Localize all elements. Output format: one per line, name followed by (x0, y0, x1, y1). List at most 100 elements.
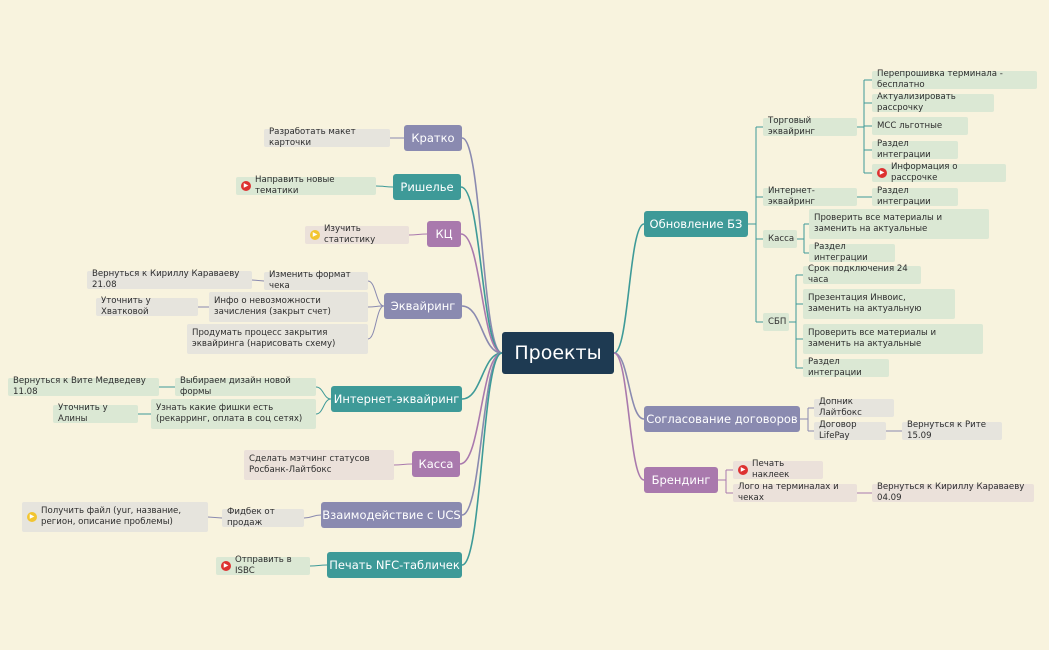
left-4-item-1[interactable]: Узнать какие фишки есть (рекарринг, опла… (151, 399, 316, 429)
right-0-item-2-child-1[interactable]: Раздел интеграции (809, 242, 895, 263)
right-0-item-2-label: Касса (768, 233, 795, 244)
right-0-item-0-child-2[interactable]: МСС льготные (872, 117, 968, 135)
link-center-left-2 (460, 233, 503, 354)
branch-left-1-label: Ришелье (400, 180, 454, 194)
right-2-item-0-label: Печать наклеек (752, 459, 790, 480)
branch-left-7[interactable]: Печать NFC-табличек (327, 552, 462, 578)
right-0-item-1[interactable]: Интернет-эквайринг (763, 186, 857, 207)
link-center-right-1 (613, 352, 645, 420)
left-4-item-1-child-0[interactable]: Уточнить у Алины (53, 403, 138, 424)
left-5-item-0[interactable]: Сделать мэтчинг статусов Росбанк-Лайтбок… (244, 450, 394, 480)
link-center-left-7 (461, 352, 503, 566)
branch-right-1-label: Согласование договоров (646, 412, 798, 426)
right-0-item-1-child-0[interactable]: Раздел интеграции (872, 186, 958, 207)
right-0-item-3-child-2-label: Проверить все материалы и заменить на ак… (808, 328, 937, 349)
right-2-item-0[interactable]: ▶Печать наклеек (733, 459, 823, 480)
branch-right-2[interactable]: Брендинг (644, 467, 718, 493)
left-3-item-2-label: Продумать процесс закрытия эквайринга (н… (192, 328, 336, 349)
left-3-item-0[interactable]: Изменить формат чека (264, 270, 368, 291)
branch-left-3-label: Эквайринг (390, 299, 456, 313)
right-0-item-0-child-4[interactable]: ▶Информация о рассрочке (872, 162, 1006, 183)
left-4-item-0-child-0[interactable]: Вернуться к Вите Медведеву 11.08 (8, 376, 159, 397)
right-2-item-1-child-0-label: Вернуться к Кириллу Караваеву 04.09 (877, 482, 1025, 503)
right-1-item-0[interactable]: Допник Лайтбокс (814, 397, 894, 418)
branch-left-2-label: КЦ (435, 227, 453, 241)
link-left-4-item-1 (315, 398, 332, 415)
left-6-item-0-label: Фидбек от продаж (227, 507, 275, 528)
link-left-2-item-0 (408, 233, 428, 236)
right-0-item-3-child-0[interactable]: Срок подключения 24 часа (803, 264, 921, 285)
right-1-item-1[interactable]: Договор LifePay (814, 420, 886, 441)
right-1-item-1-child-0[interactable]: Вернуться к Рите 15.09 (902, 420, 1002, 441)
right-0-item-0-child-1-label: Актуализировать рассрочку (877, 92, 956, 113)
branch-left-2[interactable]: КЦ (427, 221, 461, 247)
right-0-item-2[interactable]: Касса (763, 230, 797, 248)
left-3-item-1-label: Инфо о невозможности зачисления (закрыт … (214, 296, 331, 317)
left-0-item-0[interactable]: Разработать макет карточки (264, 127, 390, 148)
link-center-left-1 (460, 186, 503, 354)
left-6-item-0[interactable]: Фидбек от продаж (222, 507, 304, 528)
left-7-item-0[interactable]: ▶Отправить в ISBC (216, 555, 310, 576)
branch-left-3[interactable]: Эквайринг (384, 293, 462, 319)
right-0-item-3-child-3-label: Раздел интеграции (808, 357, 862, 378)
right-0-item-0-child-2-label: МСС льготные (877, 120, 943, 131)
left-1-item-0[interactable]: ▶Направить новые тематики (236, 175, 376, 196)
branch-left-0[interactable]: Кратко (404, 125, 462, 151)
right-0-item-0-child-0-label: Перепрошивка терминала - бесплатно (877, 69, 1003, 90)
link-right-1-items (807, 407, 814, 432)
left-4-item-0-label: Выбираем дизайн новой формы (180, 376, 291, 397)
branch-left-7-label: Печать NFC-табличек (329, 558, 460, 572)
right-0-item-3-child-3[interactable]: Раздел интеграции (803, 357, 889, 378)
branch-left-1[interactable]: Ришелье (393, 174, 461, 200)
right-2-item-1-child-0[interactable]: Вернуться к Кириллу Караваеву 04.09 (872, 482, 1034, 503)
link-center-left-0 (461, 137, 503, 354)
branch-right-0[interactable]: Обновление БЗ (644, 211, 748, 237)
left-6-item-0-child-0[interactable]: ▶Получить файл (yur, название, регион, о… (22, 502, 208, 532)
right-0-item-3-child-1[interactable]: Презентация Инвоис, заменить на актуальн… (803, 289, 955, 319)
link-left-1-item-0 (375, 185, 394, 188)
red-flag-icon: ▶ (241, 181, 251, 191)
left-2-item-0[interactable]: ▶Изучить статистику (305, 224, 409, 245)
left-3-item-0-child-0[interactable]: Вернуться к Кириллу Караваеву 21.08 (87, 269, 252, 290)
branch-left-5[interactable]: Касса (412, 451, 460, 477)
central-topic-label: Проекты (514, 342, 602, 364)
right-0-item-3-label: СБП (768, 316, 787, 327)
right-0-item-0-child-1[interactable]: Актуализировать рассрочку (872, 92, 994, 113)
branch-left-6[interactable]: Взаимодействие с UCS (321, 502, 462, 528)
link-center-left-5 (459, 352, 503, 465)
link-right-0-item-2-children (803, 223, 809, 254)
left-3-item-2[interactable]: Продумать процесс закрытия эквайринга (н… (187, 324, 368, 354)
right-0-item-0[interactable]: Торговый эквайринг (763, 116, 857, 137)
left-4-item-1-child-0-label: Уточнить у Алины (58, 403, 108, 424)
right-2-item-1[interactable]: Лого на терминалах и чеках (733, 482, 857, 503)
left-2-item-0-label: Изучить статистику (324, 224, 376, 245)
central-topic[interactable]: Проекты (502, 332, 614, 374)
right-1-item-0-label: Допник Лайтбокс (819, 397, 862, 418)
right-2-item-1-label: Лого на терминалах и чеках (738, 482, 839, 503)
branch-left-6-label: Взаимодействие с UCS (322, 508, 461, 522)
right-1-item-1-child-0-label: Вернуться к Рите 15.09 (907, 420, 987, 441)
right-0-item-3-child-1-label: Презентация Инвоис, заменить на актуальн… (808, 293, 922, 314)
left-3-item-1[interactable]: Инфо о невозможности зачисления (закрыт … (209, 292, 368, 322)
left-5-item-0-label: Сделать мэтчинг статусов Росбанк-Лайтбок… (249, 454, 370, 475)
left-3-item-1-child-0[interactable]: Уточнить у Хватковой (96, 296, 198, 317)
branch-right-0-label: Обновление БЗ (649, 217, 743, 231)
link-center-left-4 (461, 352, 503, 400)
link-left-4-item-0 (315, 386, 332, 400)
link-left-6-item-0-child-0 (207, 516, 223, 519)
left-3-item-0-child-0-label: Вернуться к Кириллу Караваеву 21.08 (92, 269, 240, 290)
branch-right-1[interactable]: Согласование договоров (644, 406, 800, 432)
right-0-item-2-child-0[interactable]: Проверить все материалы и заменить на ак… (809, 209, 989, 239)
right-0-item-2-child-0-label: Проверить все материалы и заменить на ак… (814, 213, 943, 234)
branch-right-2-label: Брендинг (651, 473, 711, 487)
right-0-item-0-child-0[interactable]: Перепрошивка терминала - бесплатно (872, 69, 1037, 90)
left-4-item-0[interactable]: Выбираем дизайн новой формы (175, 376, 316, 397)
branch-left-4-label: Интернет-эквайринг (333, 392, 460, 406)
right-0-item-0-child-3[interactable]: Раздел интеграции (872, 139, 958, 160)
right-0-item-0-label: Торговый эквайринг (768, 116, 815, 137)
right-0-item-3[interactable]: СБП (763, 313, 789, 331)
red-flag-icon: ▶ (877, 168, 887, 178)
right-0-item-3-child-2[interactable]: Проверить все материалы и заменить на ак… (803, 324, 983, 354)
branch-left-4[interactable]: Интернет-эквайринг (331, 386, 462, 412)
